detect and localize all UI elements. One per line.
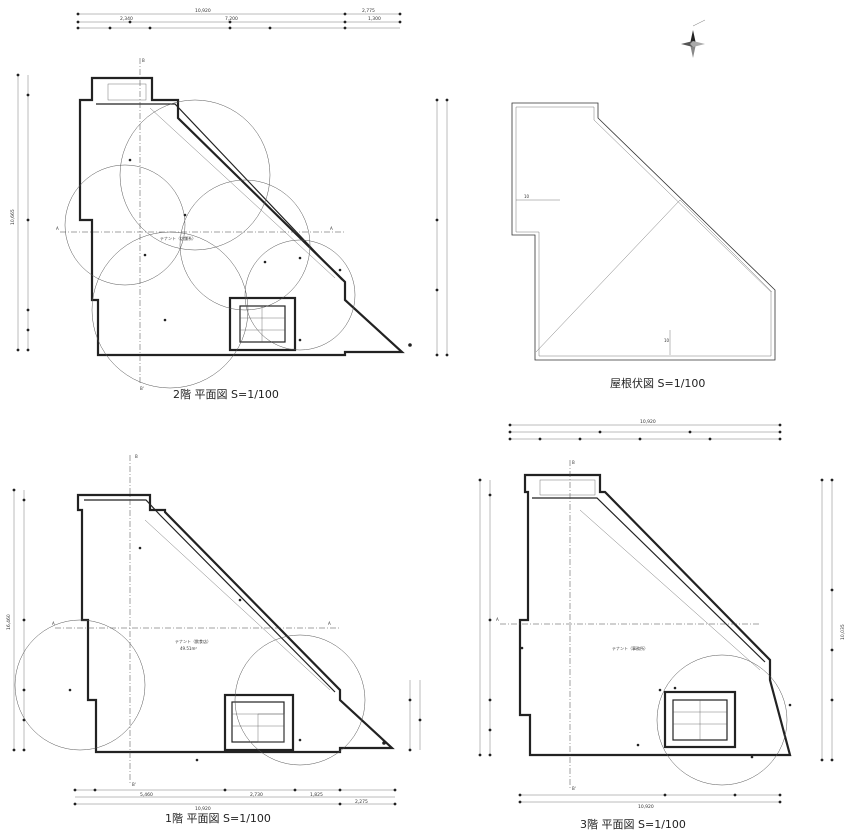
roof-slope-b: 10	[664, 338, 670, 343]
floor1-bottom-total: 10,920	[195, 806, 211, 812]
floor2-left-dimensions: 10,665	[10, 73, 30, 352]
floor1-bottom-dim-4: 2,275	[355, 799, 368, 805]
svg-text:A: A	[328, 621, 331, 626]
floor2-plan: 10,920 2,340 7,200 2,775 1,300 10,665	[10, 8, 449, 401]
svg-text:A: A	[56, 226, 59, 231]
floor1-plan: 16,460 5,460 2,730 1,825 2,275 10,920	[6, 454, 422, 825]
svg-text:B': B'	[140, 386, 144, 391]
floor1-left-total: 16,460	[6, 614, 12, 630]
floor1-tenant-label: テナント（飲食店）	[175, 638, 211, 644]
svg-text:B: B	[572, 460, 575, 465]
floor2-left-total: 10,665	[10, 209, 16, 225]
floor2-top-dim-3: 2,775	[362, 8, 375, 14]
floor3-right-dimensions: 10,035	[820, 478, 846, 762]
floor1-bottom-dimensions: 5,460 2,730 1,825 2,275 10,920	[73, 788, 397, 812]
floor3-title: 3階 平面図 S=1/100	[580, 817, 686, 830]
floor1-tenant-area: 49.51m²	[180, 646, 197, 651]
roof-plan: 10 10 屋根伏図 S=1/100	[511, 102, 776, 390]
north-arrow-icon	[681, 19, 706, 58]
floor3-right-total: 10,035	[840, 624, 846, 640]
floor2-title: 2階 平面図 S=1/100	[173, 387, 279, 401]
floor3-bottom-dimensions: 10,920	[518, 793, 782, 810]
floor3-top-total: 10,920	[640, 419, 656, 425]
floor2-top-total: 10,920	[195, 8, 211, 14]
svg-text:A: A	[496, 617, 499, 622]
svg-text:B': B'	[572, 786, 576, 791]
svg-text:A: A	[52, 621, 55, 626]
floor1-coverage-circles	[14, 619, 366, 766]
floor3-coverage-circles	[656, 654, 788, 786]
floor3-plan: 10,920 10,035	[478, 419, 846, 830]
floor2-top-dimensions: 10,920 2,340 7,200 2,775 1,300	[76, 8, 402, 30]
roof-title: 屋根伏図 S=1/100	[610, 376, 705, 390]
floor2-top-dim-2: 7,200	[225, 16, 238, 22]
svg-text:A: A	[330, 226, 333, 231]
svg-text:B: B	[135, 454, 138, 459]
floor2-coverage-circles	[64, 99, 356, 389]
floor1-title: 1階 平面図 S=1/100	[165, 811, 271, 825]
floor1-bottom-dim-1: 5,460	[140, 792, 153, 798]
roof-slope-a: 10	[524, 194, 530, 199]
floor3-top-dimensions: 10,920	[508, 419, 782, 441]
floor2-right-dimensions	[435, 98, 449, 357]
floor2-tenant-label: テナント（店舗系）	[160, 235, 196, 241]
floor3-left-dimensions	[478, 478, 492, 757]
floor3-tenant-label: テナント（事務所）	[612, 645, 648, 651]
floor1-right-dimensions	[408, 680, 422, 752]
svg-text:B: B	[142, 58, 145, 63]
floor1-bottom-dim-2: 2,730	[250, 792, 263, 798]
floor1-left-dimensions: 16,460	[6, 488, 26, 752]
svg-text:B': B'	[132, 782, 136, 787]
floor3-bottom-total: 10,920	[638, 804, 654, 810]
floor2-top-dim-1: 2,340	[120, 16, 133, 22]
floor1-bottom-dim-3: 1,825	[310, 792, 323, 798]
floor2-top-dim-4: 1,300	[368, 16, 381, 22]
